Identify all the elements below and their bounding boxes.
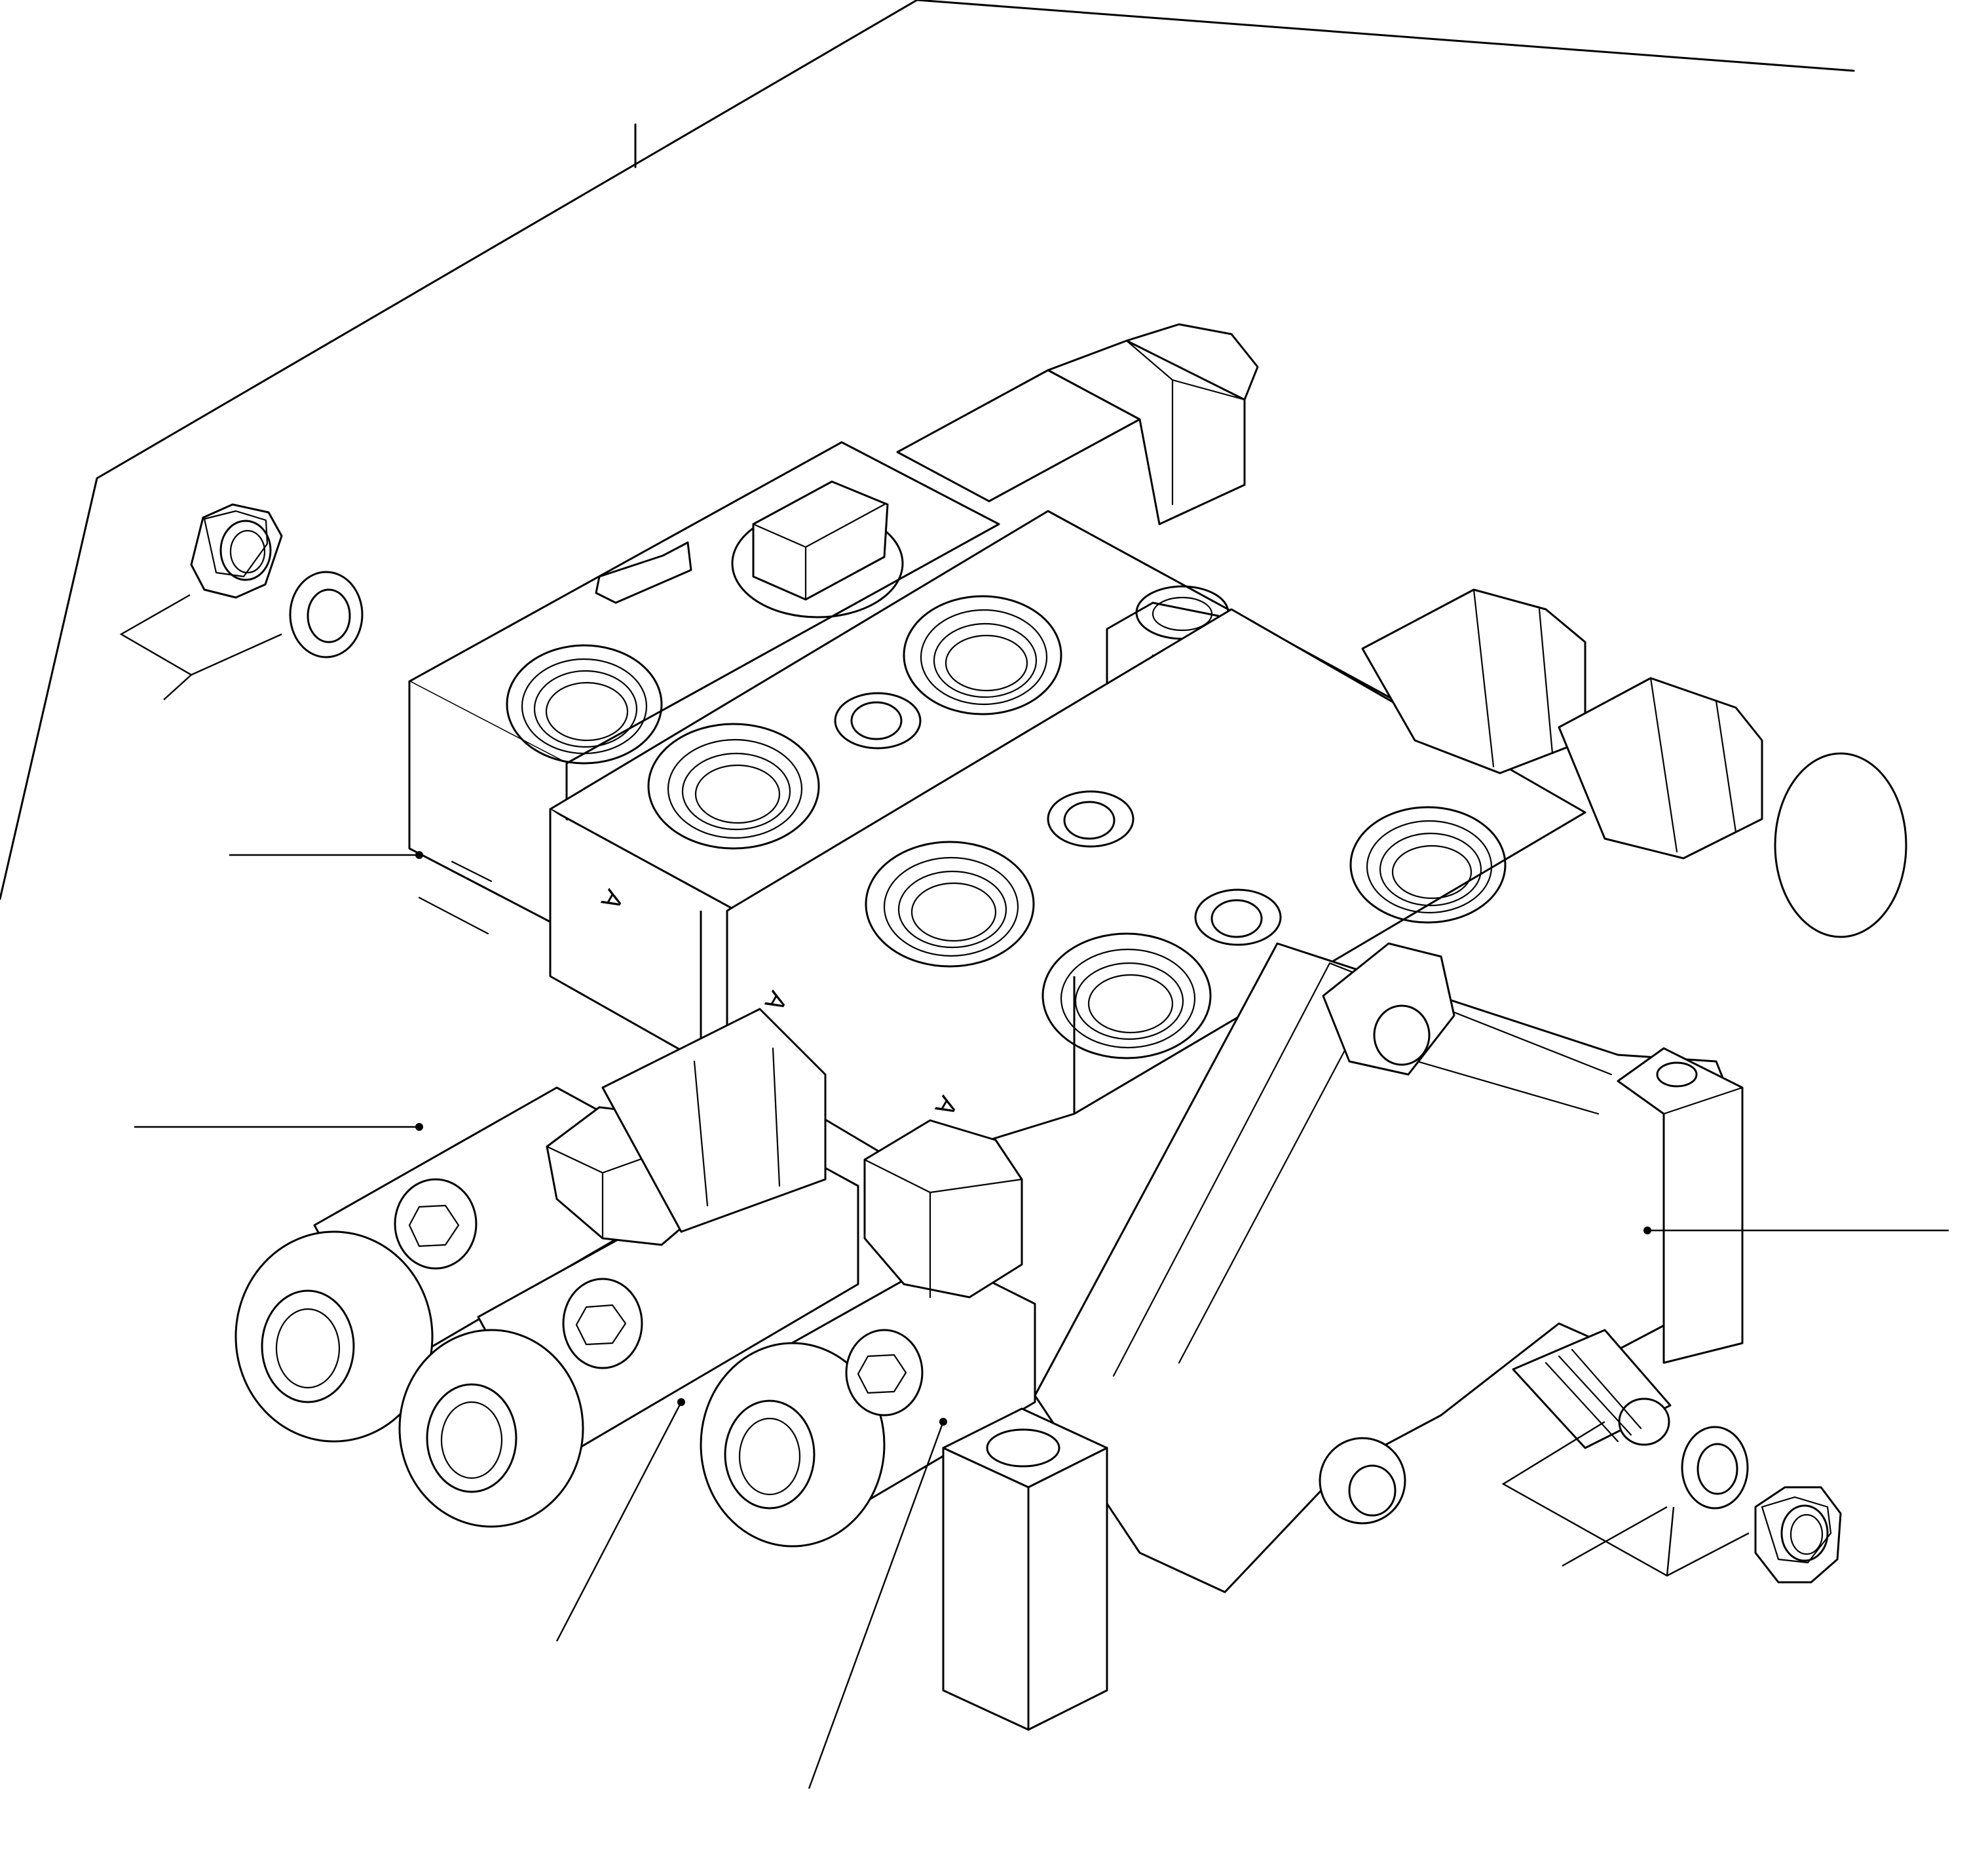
end-cover-icon [1034,942,1744,1593]
callout-spool-cap-3 [808,1418,947,1789]
spacer-block-icon [942,1407,1108,1731]
relief-valve-rear-icon [896,323,1259,525]
mounting-plate [0,0,1855,900]
tie-stud-icon [1512,1329,1672,1449]
callout-leaders [134,851,1949,1789]
leader-nut-washer-upper [119,594,282,700]
relief-valve-right-icon [1361,588,1907,938]
callout-spool-cap-2 [555,1398,685,1642]
lock-washer-upper-left-icon [289,571,364,658]
hex-nut-lower-right-icon [1754,1486,1842,1584]
callout-nut-washer-lower [1501,1420,1750,1577]
spool-cap-3-icon [700,1257,1036,1548]
callout-end-cover [1643,1227,1949,1234]
callout-spool-cap-1 [134,1123,423,1131]
hex-plug-front-right-icon [863,1119,1023,1299]
valve-section-a-icon [408,441,1000,932]
spool-cap-2-icon [398,1145,859,1528]
hex-plug-front-left-icon [546,1008,827,1246]
callout-valve-body-inlet [229,851,493,935]
lock-washer-lower-right-icon [1681,1426,1749,1510]
hex-nut-upper-left-icon [190,503,283,599]
